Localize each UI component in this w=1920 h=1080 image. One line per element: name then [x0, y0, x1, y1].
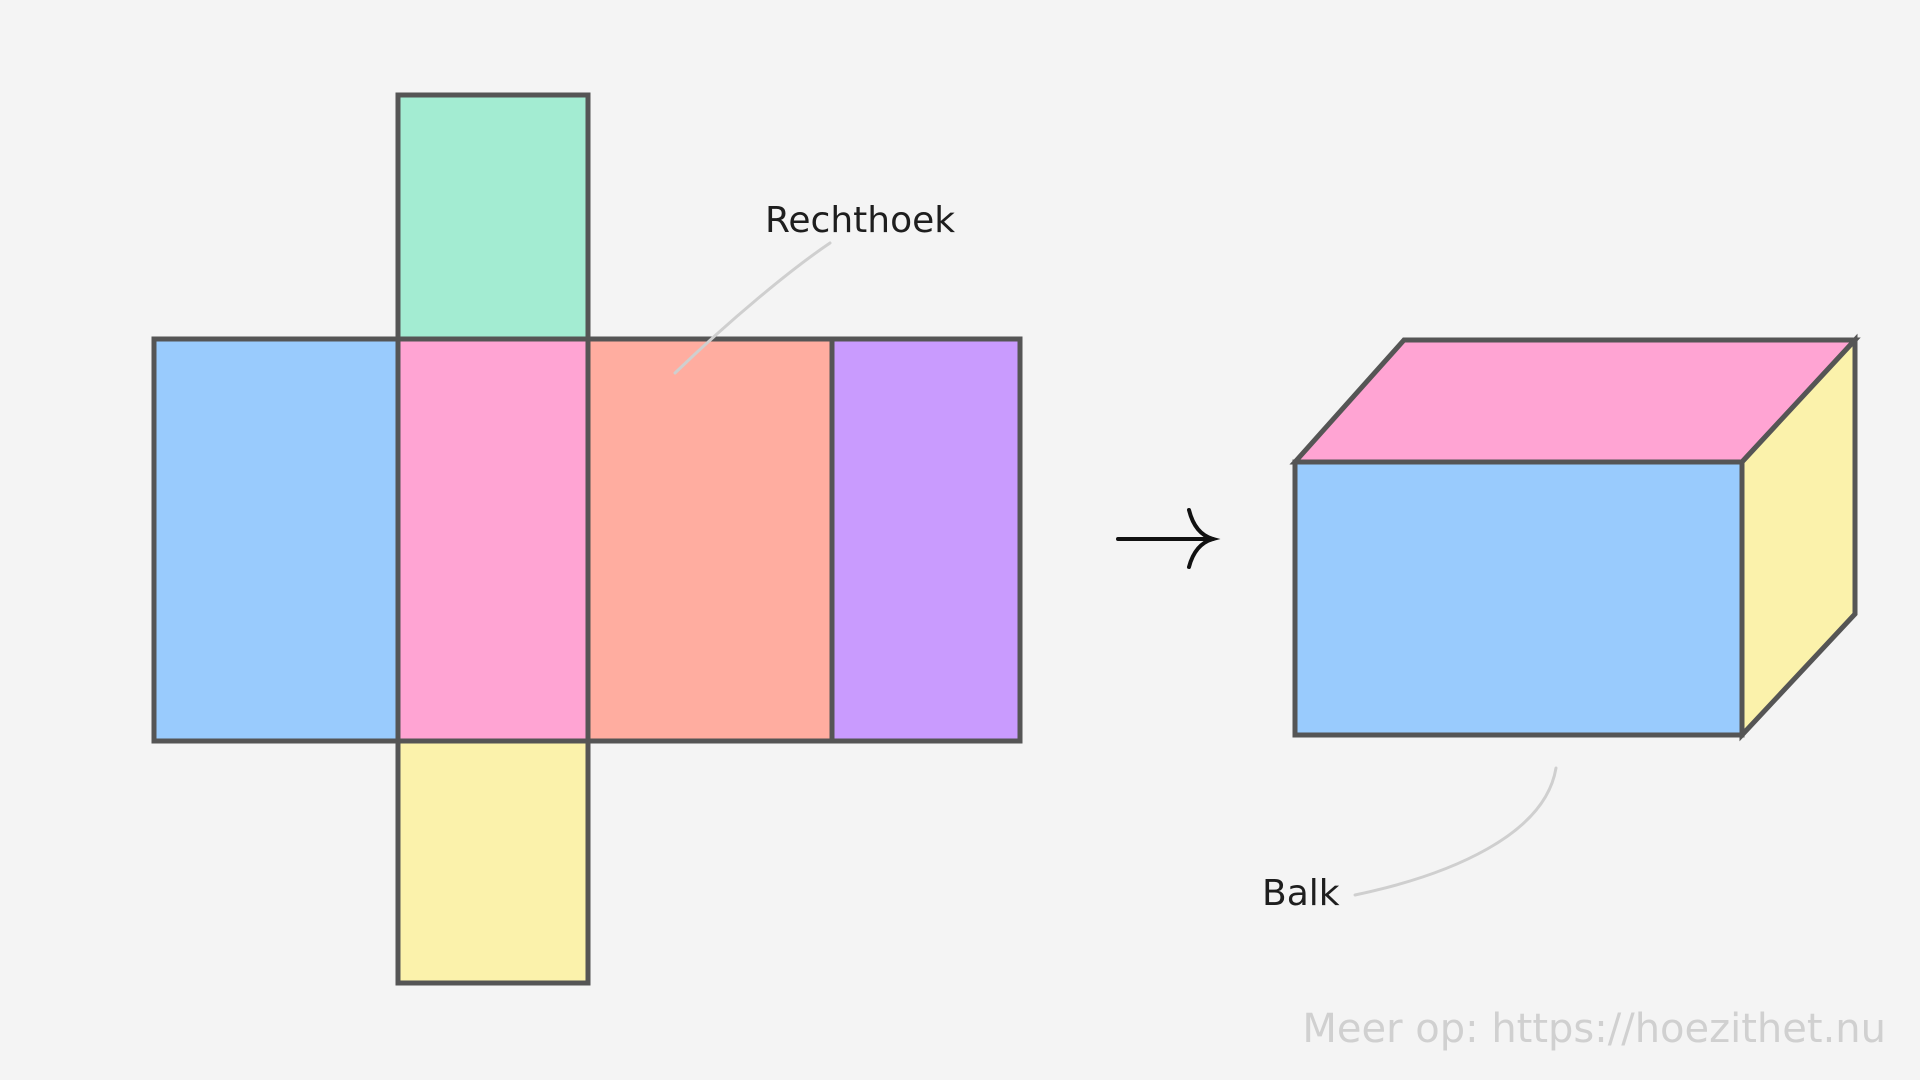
net-face-right — [585, 336, 835, 744]
cuboid-net — [151, 92, 1023, 986]
watermark-text: Meer op: https://hoezithet.nu — [1302, 1006, 1886, 1052]
net-face-front — [395, 336, 591, 744]
cuboid-solid — [1289, 333, 1861, 742]
net-face-back — [829, 336, 1023, 744]
balk-label: Balk — [1262, 873, 1340, 914]
right-arrow-icon — [1116, 508, 1221, 569]
net-face-left — [151, 336, 401, 744]
rechthoek-label: Rechthoek — [765, 200, 955, 241]
balk-leader-line — [1353, 766, 1558, 897]
net-face-top — [395, 92, 591, 342]
rechthoek-leader-line — [673, 241, 832, 375]
net-face-bottom — [395, 738, 591, 986]
solid-face-front — [1292, 459, 1745, 738]
